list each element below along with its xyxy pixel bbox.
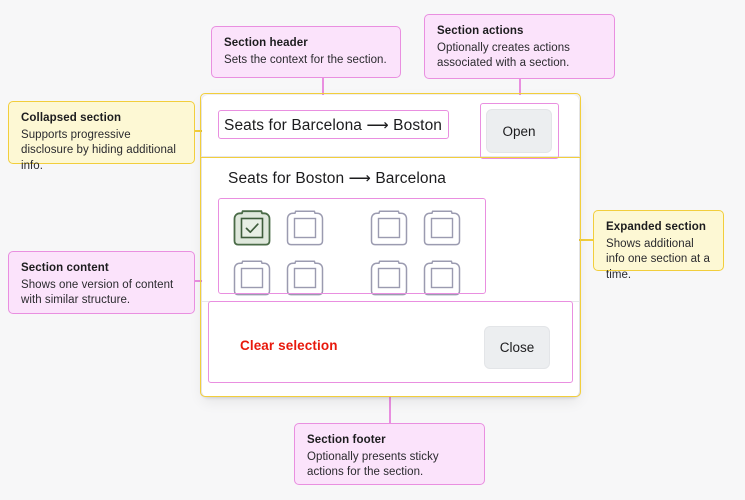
callout-section-header: Section header Sets the context for the … xyxy=(211,26,401,78)
seat-icon xyxy=(370,210,408,246)
callout-section-actions: Section actions Optionally creates actio… xyxy=(424,14,615,79)
callout-collapsed-section: Collapsed section Supports progressive d… xyxy=(8,101,195,172)
clear-selection-button[interactable]: Clear selection xyxy=(240,338,338,353)
seat-2d[interactable] xyxy=(420,258,464,298)
callout-title: Collapsed section xyxy=(21,112,122,124)
callout-section-footer: Section footer Optionally presents stick… xyxy=(294,423,485,485)
seat-2c[interactable] xyxy=(367,258,411,298)
callout-title: Section actions xyxy=(437,25,524,37)
seat-icon xyxy=(423,260,461,296)
callout-expanded-section: Expanded section Shows additional info o… xyxy=(593,210,724,281)
seat-grid xyxy=(230,208,464,298)
expanded-section-title: Seats for Boston ⟶ Barcelona xyxy=(228,170,447,187)
aisle-spacer xyxy=(336,208,358,298)
callout-section-content: Section content Shows one version of con… xyxy=(8,251,195,314)
callout-title: Section content xyxy=(21,262,109,274)
callout-body: Optionally presents sticky actions for t… xyxy=(307,450,439,479)
seat-1a[interactable] xyxy=(230,208,274,248)
seat-2b[interactable] xyxy=(283,258,327,298)
seat-icon xyxy=(423,210,461,246)
connector-section-actions xyxy=(519,78,521,105)
callout-body: Shows additional info one section at a t… xyxy=(606,237,710,281)
connector-section-footer xyxy=(389,397,391,424)
seat-1c[interactable] xyxy=(367,208,411,248)
callout-body: Sets the context for the section. xyxy=(224,53,387,66)
callout-body: Supports progressive disclosure by hidin… xyxy=(21,128,176,172)
footer-divider xyxy=(202,301,579,302)
seat-icon-selected xyxy=(233,210,271,246)
callout-body: Optionally creates actions associated wi… xyxy=(437,41,570,70)
callout-body: Shows one version of content with simila… xyxy=(21,278,174,307)
seat-2a[interactable] xyxy=(230,258,274,298)
seat-icon xyxy=(233,260,271,296)
seat-icon xyxy=(286,260,324,296)
connector-expanded xyxy=(578,239,594,241)
accordion-card: Seats for Barcelona ⟶ Boston Open Seats … xyxy=(200,93,581,397)
collapsed-section-title: Seats for Barcelona ⟶ Boston xyxy=(224,117,443,134)
open-button[interactable]: Open xyxy=(486,109,552,153)
callout-title: Expanded section xyxy=(606,221,707,233)
seat-icon xyxy=(286,210,324,246)
close-button[interactable]: Close xyxy=(484,326,550,369)
seat-1b[interactable] xyxy=(283,208,327,248)
callout-title: Section footer xyxy=(307,434,386,446)
seat-1d[interactable] xyxy=(420,208,464,248)
callout-title: Section header xyxy=(224,37,308,49)
seat-icon xyxy=(370,260,408,296)
collapsed-section-row[interactable]: Seats for Barcelona ⟶ Boston Open xyxy=(202,95,579,157)
